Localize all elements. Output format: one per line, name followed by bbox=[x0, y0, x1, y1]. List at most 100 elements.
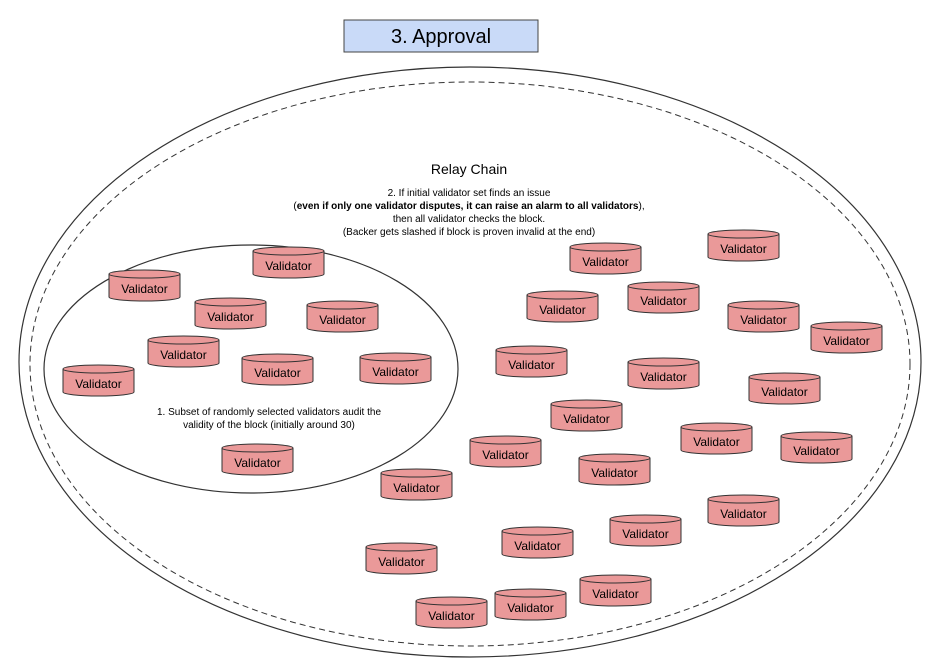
validator-cylinder-top bbox=[108, 269, 181, 279]
validator-node: Validator bbox=[578, 453, 651, 486]
validator-cylinder-top bbox=[252, 246, 325, 256]
validator-cylinder-top bbox=[609, 514, 682, 524]
validator-cylinder-body bbox=[365, 547, 438, 575]
validator-cylinder-top bbox=[194, 297, 267, 307]
validator-cylinder-top bbox=[221, 443, 294, 453]
validator-label: Validator bbox=[319, 313, 365, 327]
validator-cylinder-body bbox=[680, 427, 753, 455]
validator-cylinder-top bbox=[569, 242, 642, 252]
validator-node: Validator bbox=[609, 514, 682, 547]
validator-node: Validator bbox=[469, 435, 542, 468]
validator-cylinder-body bbox=[707, 234, 780, 262]
validator-cylinder-body bbox=[748, 377, 821, 405]
validator-cylinder-body bbox=[727, 305, 800, 333]
validator-cylinder-top bbox=[707, 494, 780, 504]
validator-label: Validator bbox=[378, 555, 424, 569]
validator-node: Validator bbox=[501, 526, 574, 559]
escalation-note-line4: (Backer gets slashed if block is proven … bbox=[343, 227, 595, 238]
escalation-note-line1: 2. If initial validator set finds an iss… bbox=[388, 188, 551, 199]
validator-cylinder-top bbox=[627, 357, 700, 367]
validator-label: Validator bbox=[160, 348, 206, 362]
validator-cylinder-body bbox=[62, 369, 135, 397]
validator-node: Validator bbox=[707, 494, 780, 527]
validator-cylinder-body bbox=[501, 531, 574, 559]
validator-label: Validator bbox=[234, 456, 280, 470]
validator-cylinder-top bbox=[780, 431, 853, 441]
escalation-note: 2. If initial validator set finds an iss… bbox=[293, 188, 644, 238]
validator-label: Validator bbox=[720, 507, 766, 521]
validator-cylinder-body bbox=[627, 286, 700, 314]
validator-label: Validator bbox=[640, 294, 686, 308]
validator-node: Validator bbox=[62, 364, 135, 397]
validator-cylinder-top bbox=[495, 345, 568, 355]
validator-node: Validator bbox=[252, 246, 325, 279]
audit-note-line1: 1. Subset of randomly selected validator… bbox=[157, 407, 381, 418]
validator-cylinder-body bbox=[415, 601, 488, 629]
validator-cylinder-top bbox=[147, 335, 220, 345]
validator-node: Validator bbox=[147, 335, 220, 368]
validator-label: Validator bbox=[75, 377, 121, 391]
validator-cylinder-body bbox=[627, 362, 700, 390]
validator-cylinder-body bbox=[579, 579, 652, 607]
escalation-note-close: ), bbox=[639, 201, 645, 212]
validator-node: Validator bbox=[707, 229, 780, 262]
validator-cylinder-top bbox=[748, 372, 821, 382]
validator-label: Validator bbox=[823, 334, 869, 348]
validator-label: Validator bbox=[121, 282, 167, 296]
validator-label: Validator bbox=[372, 365, 418, 379]
validator-label: Validator bbox=[265, 259, 311, 273]
validator-cylinder-top bbox=[707, 229, 780, 239]
validator-node: Validator bbox=[680, 422, 753, 455]
validator-cylinder-top bbox=[415, 596, 488, 606]
validator-node: Validator bbox=[810, 321, 883, 354]
validator-label: Validator bbox=[591, 466, 637, 480]
validator-label: Validator bbox=[582, 255, 628, 269]
escalation-note-line2: (even if only one validator disputes, it… bbox=[293, 201, 644, 212]
validator-label: Validator bbox=[254, 366, 300, 380]
validator-cylinder-top bbox=[306, 300, 379, 310]
validator-node: Validator bbox=[365, 542, 438, 575]
validator-cylinder-top bbox=[727, 300, 800, 310]
validator-label: Validator bbox=[539, 303, 585, 317]
validator-node: Validator bbox=[194, 297, 267, 330]
validator-cylinder-top bbox=[62, 364, 135, 374]
validator-node: Validator bbox=[569, 242, 642, 275]
validator-cylinder-body bbox=[569, 247, 642, 275]
validator-node: Validator bbox=[627, 281, 700, 314]
validator-node: Validator bbox=[780, 431, 853, 464]
validator-cylinder-body bbox=[221, 448, 294, 476]
validator-cylinder-top bbox=[526, 290, 599, 300]
validator-cylinder-body bbox=[578, 458, 651, 486]
escalation-note-line3: then all validator checks the block. bbox=[393, 214, 545, 225]
validator-node: Validator bbox=[494, 588, 567, 621]
validator-label: Validator bbox=[514, 539, 560, 553]
validator-node: Validator bbox=[550, 399, 623, 432]
validator-cylinder-top bbox=[380, 468, 453, 478]
validator-label: Validator bbox=[428, 609, 474, 623]
validator-cylinder-body bbox=[810, 326, 883, 354]
validator-label: Validator bbox=[740, 313, 786, 327]
validator-cylinder-top bbox=[494, 588, 567, 598]
validator-cylinder-top bbox=[810, 321, 883, 331]
validator-node: Validator bbox=[748, 372, 821, 405]
relay-chain-dashed-ellipse bbox=[29, 81, 911, 647]
validator-label: Validator bbox=[592, 587, 638, 601]
validator-cylinder-top bbox=[469, 435, 542, 445]
validator-label: Validator bbox=[393, 481, 439, 495]
validator-cylinder-top bbox=[578, 453, 651, 463]
validator-label: Validator bbox=[508, 358, 554, 372]
validator-cylinder-top bbox=[680, 422, 753, 432]
validator-label: Validator bbox=[761, 385, 807, 399]
validator-cylinder-top bbox=[550, 399, 623, 409]
validator-label: Validator bbox=[563, 412, 609, 426]
validator-node: Validator bbox=[306, 300, 379, 333]
relay-chain-outer-ellipse bbox=[18, 66, 922, 658]
escalation-note-open: ( bbox=[293, 201, 297, 212]
validator-label: Validator bbox=[720, 242, 766, 256]
validator-cylinder-top bbox=[627, 281, 700, 291]
validator-cylinder-body bbox=[108, 274, 181, 302]
validator-node: Validator bbox=[579, 574, 652, 607]
validator-cylinder-top bbox=[579, 574, 652, 584]
